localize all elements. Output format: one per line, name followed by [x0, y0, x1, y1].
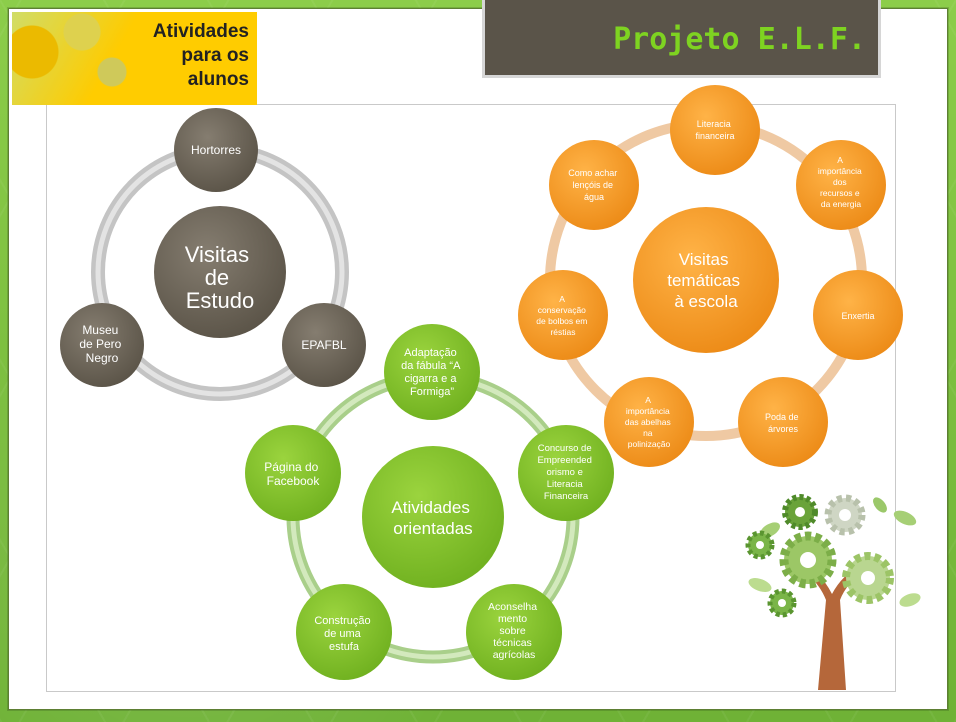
gear-hub — [839, 509, 851, 521]
node-label: A importância dos recursos e da energia — [818, 155, 864, 209]
node-label: Como achar lençóis de água — [568, 168, 620, 202]
leaf — [899, 593, 921, 607]
gear-hub — [756, 541, 764, 549]
node-label: Enxertia — [841, 311, 874, 321]
visitas-tematicas-cycle: Visitas temáticas à escola Literacia fin… — [518, 85, 903, 467]
node-hortorres — [174, 108, 258, 192]
node-label: A conservação de bolbos em réstias — [536, 294, 589, 337]
center-node — [154, 206, 286, 338]
node-bolbos — [518, 270, 608, 360]
leaf — [873, 497, 887, 513]
node-label: Adaptação da fábula “A cigarra e a Formi… — [401, 347, 463, 398]
center-node — [633, 207, 779, 353]
center-label: Visitas de Estudo — [185, 242, 256, 313]
node-label: Hortorres — [191, 143, 241, 157]
gear-hub — [800, 552, 816, 568]
node-label: Poda de árvores — [765, 412, 801, 434]
node-label: Literacia financeira — [695, 119, 734, 141]
visitas-estudo-cycle: Visitas de Estudo Hortorres EPAFBL Museu… — [60, 108, 366, 401]
badge-line: Atividades — [152, 21, 249, 42]
tree-trunk — [808, 566, 864, 690]
title-box: Projeto E.L.F. — [482, 0, 881, 78]
node-label: Construção de uma estufa — [314, 615, 373, 653]
leaf — [760, 522, 780, 538]
gear-hub — [778, 599, 786, 607]
atividades-orientadas-cycle: Atividades orientadas Adaptação da fábul… — [245, 324, 614, 680]
node-label: Página do Facebook — [264, 460, 321, 488]
node-fabula — [384, 324, 480, 420]
node-enxertia — [813, 270, 903, 360]
badge-line: para os — [181, 45, 249, 66]
node-concurso — [518, 425, 614, 521]
gear-hub — [861, 571, 875, 585]
center-label: Atividades orientadas — [391, 498, 474, 538]
badge-line: alunos — [187, 69, 249, 90]
activities-badge: Atividades para os alunos — [12, 12, 257, 105]
center-node — [362, 446, 504, 588]
node-label: Museu de Pero Negro — [79, 323, 124, 365]
node-lencois — [549, 140, 639, 230]
leaf — [893, 510, 917, 526]
node-label: EPAFBL — [301, 338, 346, 352]
node-poda — [738, 377, 828, 467]
center-label: Visitas temáticas à escola — [667, 250, 744, 311]
node-abelhas — [604, 377, 694, 467]
node-museu — [60, 303, 144, 387]
gear-tree-illustration — [745, 494, 921, 690]
node-label: A importância das abelhas na polinização — [625, 395, 673, 449]
gears-decoration — [12, 12, 142, 105]
node-label: Aconselha mento sobre técnicas agrícolas — [488, 601, 540, 661]
node-estufa — [296, 584, 392, 680]
node-label: Concurso de Empreended orismo e Literaci… — [537, 443, 594, 502]
node-aconselhamento — [466, 584, 562, 680]
node-literacia — [670, 85, 760, 175]
leaf — [748, 578, 772, 592]
badge-text: Atividades para os alunos — [153, 20, 249, 92]
gear-hub — [795, 507, 805, 517]
node-epafbl — [282, 303, 366, 387]
node-recursos — [796, 140, 886, 230]
node-facebook — [245, 425, 341, 521]
page-title: Projeto E.L.F. — [613, 22, 866, 57]
